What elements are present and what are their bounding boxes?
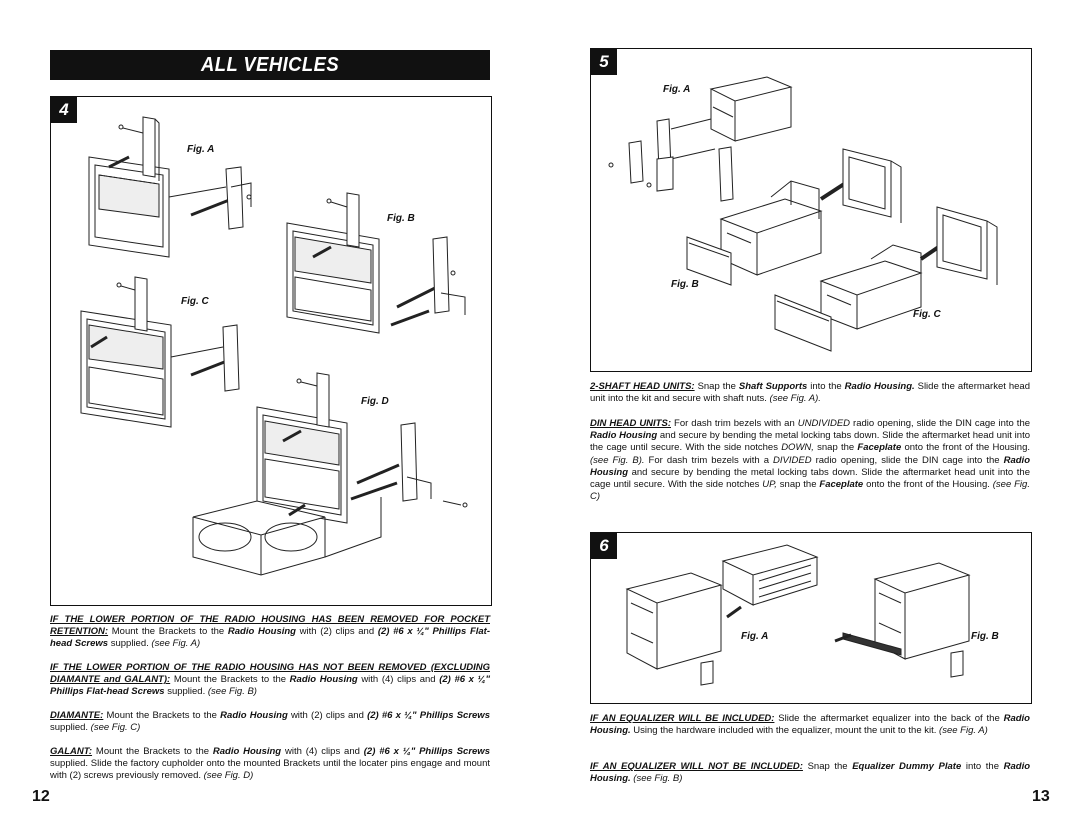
fig-c-label: Fig. C <box>181 296 209 307</box>
fig-d-label: Fig. D <box>361 396 389 407</box>
step-6-illustration <box>625 544 971 686</box>
instruction-galant: GALANT: Mount the Brackets to the Radio … <box>50 746 490 782</box>
step-5-figure-box: 5 <box>590 48 1032 372</box>
step-number: 5 <box>591 49 617 75</box>
fig-5c-drawing <box>774 206 998 352</box>
page-number-left: 12 <box>32 788 50 805</box>
instruction-equalizer-included: IF AN EQUALIZER WILL BE INCLUDED: Slide … <box>590 713 1030 737</box>
section-banner: ALL VEHICLES <box>50 50 490 80</box>
fig-5a-drawing <box>608 76 793 202</box>
fig-a-drawing <box>88 116 252 258</box>
instruction-pocket-not-removed: IF THE LOWER PORTION OF THE RADIO HOUSIN… <box>50 662 490 698</box>
fig-b-label: Fig. B <box>387 213 415 224</box>
step-5-illustration <box>608 76 998 352</box>
fig-5b-label: Fig. B <box>671 279 699 290</box>
fig-a-label: Fig. A <box>187 144 215 155</box>
step-4-illustration <box>80 116 468 576</box>
instruction-pocket-removed: IF THE LOWER PORTION OF THE RADIO HOUSIN… <box>50 614 490 650</box>
instruction-2-shaft: 2-SHAFT HEAD UNITS: Snap the Shaft Suppo… <box>590 381 1030 405</box>
banner-title: ALL VEHICLES <box>200 53 340 76</box>
fig-c-drawing <box>80 276 240 428</box>
fig-6a-drawing <box>625 544 819 686</box>
step-6-figure-box: 6 <box>590 532 1032 704</box>
fig-5b-drawing <box>686 148 902 286</box>
step-number: 4 <box>51 97 77 123</box>
instruction-diamante: DIAMANTE: Mount the Brackets to the Radi… <box>50 710 490 734</box>
fig-d-drawing <box>192 372 468 576</box>
page-number-right: 13 <box>1032 788 1050 805</box>
step-4-figure-box: 4 <box>50 96 492 606</box>
fig-b-drawing <box>286 192 466 334</box>
fig-6b-drawing <box>834 562 971 678</box>
step-number: 6 <box>591 533 617 559</box>
fig-6a-label: Fig. A <box>741 631 769 642</box>
fig-5a-label: Fig. A <box>663 84 691 95</box>
fig-6b-label: Fig. B <box>971 631 999 642</box>
fig-5c-label: Fig. C <box>913 309 941 320</box>
instruction-din: DIN HEAD UNITS: For dash trim bezels wit… <box>590 418 1031 503</box>
instruction-equalizer-not-included: IF AN EQUALIZER WILL NOT BE INCLUDED: Sn… <box>590 761 1031 785</box>
